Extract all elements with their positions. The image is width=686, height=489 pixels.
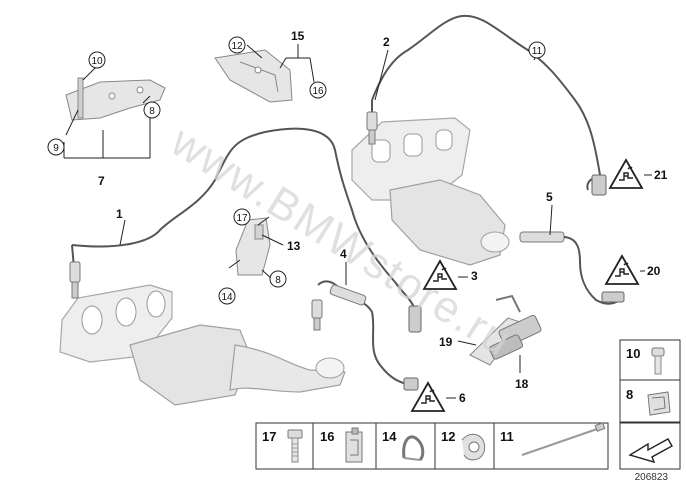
left-exhaust-manifold xyxy=(59,284,346,406)
callout-13: 13 xyxy=(287,239,301,253)
bracket-15 xyxy=(214,49,293,103)
callout-20: 20 xyxy=(647,264,661,278)
callout-2: 2 xyxy=(383,35,390,49)
cable-tie-icon xyxy=(521,422,606,456)
cable-clip-icon xyxy=(461,433,486,461)
strip-label-17: 17 xyxy=(262,429,276,444)
callout-7: 7 xyxy=(98,174,105,188)
strip-label-14: 14 xyxy=(382,429,397,444)
side-label-8: 8 xyxy=(626,387,633,402)
arrow-box xyxy=(619,422,681,470)
warning-triangle-icon xyxy=(411,382,456,412)
callout-14: 14 xyxy=(221,292,233,303)
parts-strip xyxy=(255,422,609,470)
nut-clip-icon xyxy=(647,391,671,416)
strip-label-16: 16 xyxy=(320,429,334,444)
strip-label-12: 12 xyxy=(441,429,455,444)
callout-6: 6 xyxy=(459,391,466,405)
bracket-7 xyxy=(65,77,166,121)
callout-11: 11 xyxy=(532,46,543,57)
warning-triangle-icon xyxy=(609,159,652,189)
diagram-number: 206823 xyxy=(635,472,669,483)
callout-21: 21 xyxy=(654,168,668,182)
callout-1: 1 xyxy=(116,207,123,221)
callout-3: 3 xyxy=(471,269,478,283)
callout-8-lower: 8 xyxy=(275,275,281,286)
oxygen-sensor-5-cable xyxy=(519,231,625,305)
clamp-icon xyxy=(402,435,425,462)
callout-17: 17 xyxy=(236,213,248,224)
callout-18: 18 xyxy=(515,377,529,391)
callout-4: 4 xyxy=(340,247,347,261)
bolt-icon xyxy=(287,429,303,463)
callout-16: 16 xyxy=(312,86,324,97)
callout-15: 15 xyxy=(291,29,305,43)
callout-19: 19 xyxy=(439,335,453,349)
oxygen-sensor-2-cable xyxy=(366,14,607,196)
warning-triangle-icon xyxy=(605,255,645,285)
leader-lines xyxy=(63,44,553,373)
callout-5: 5 xyxy=(546,190,553,204)
oxygen-sensor-4-cable xyxy=(311,280,419,391)
screw-icon xyxy=(651,347,665,375)
circled-callouts xyxy=(47,36,546,305)
clip-icon xyxy=(345,427,363,463)
strip-label-11: 11 xyxy=(500,429,514,444)
connector-18 xyxy=(489,314,542,360)
warning-triangle-icon xyxy=(423,260,468,290)
oxygen-sensor-1-cable xyxy=(69,127,422,333)
callout-12: 12 xyxy=(231,41,243,52)
bracket-13 xyxy=(235,217,271,276)
callout-9: 9 xyxy=(53,143,59,154)
callout-8-upper: 8 xyxy=(149,106,155,117)
right-exhaust-manifold xyxy=(351,117,510,266)
callout-10: 10 xyxy=(91,56,103,67)
arrow-icon xyxy=(628,438,673,464)
side-label-10: 10 xyxy=(626,346,640,361)
